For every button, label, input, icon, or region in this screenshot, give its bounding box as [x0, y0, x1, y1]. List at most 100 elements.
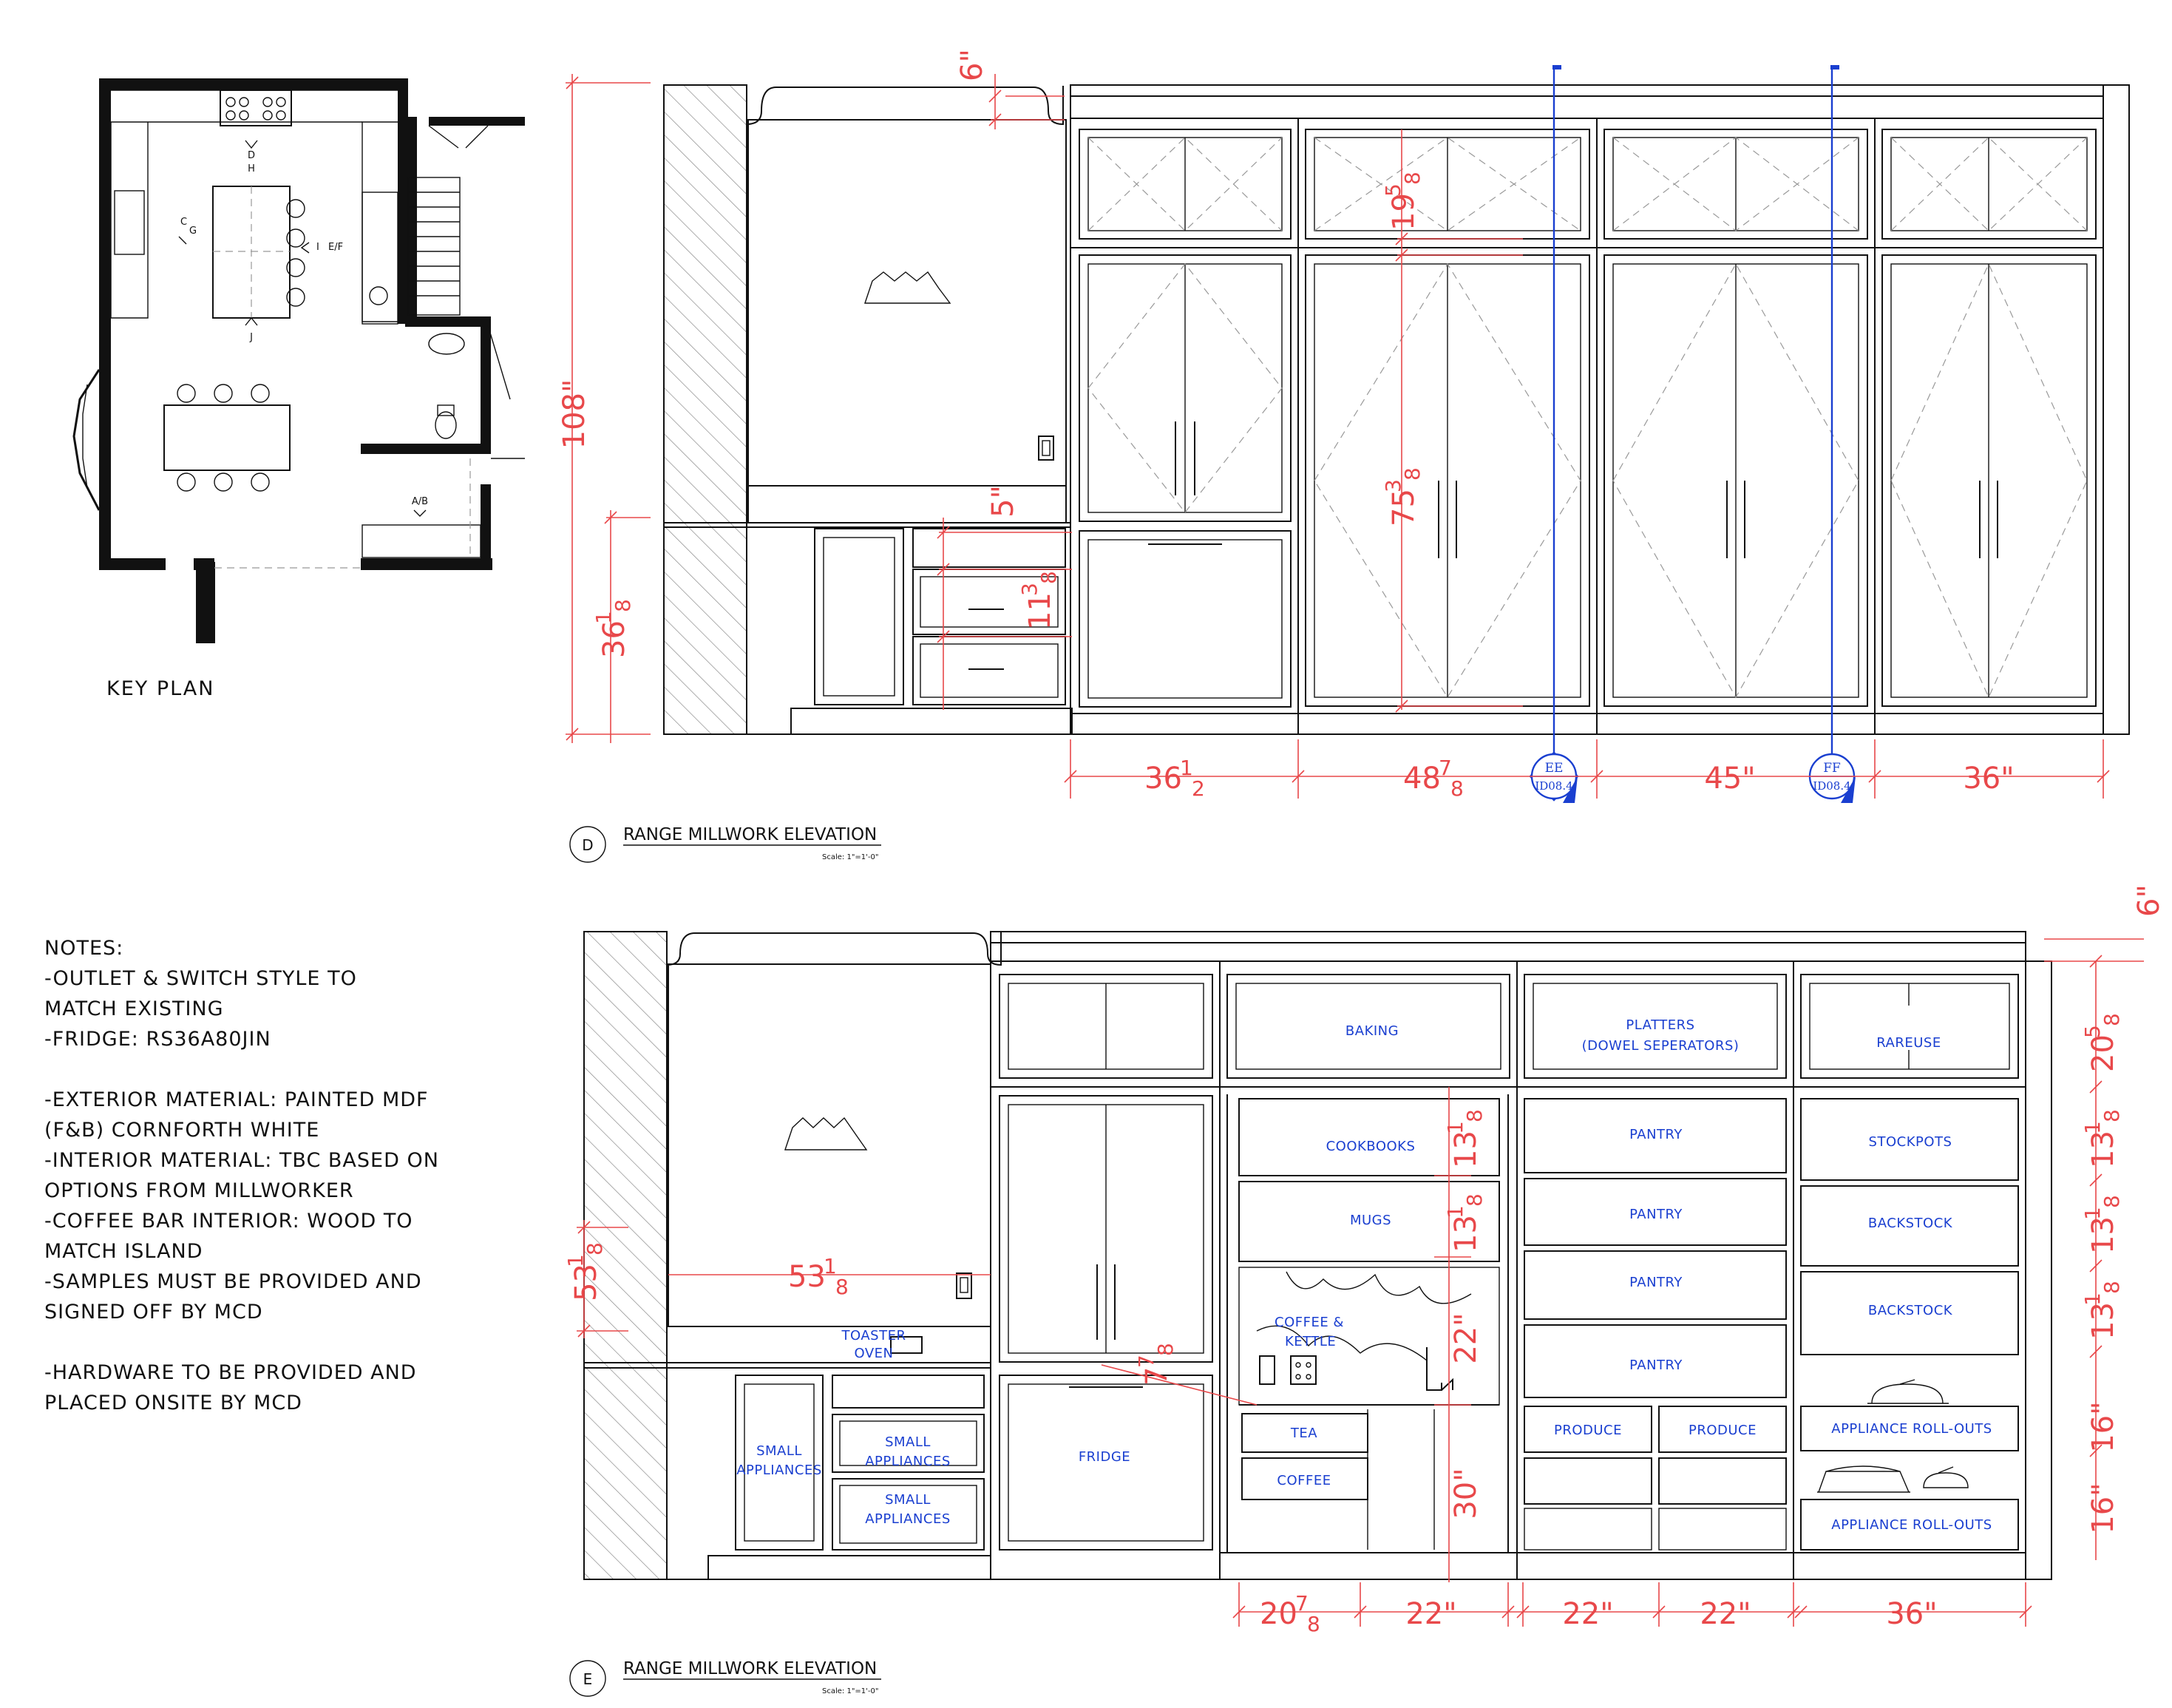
note-line: SIGNED OFF BY MCD: [44, 1301, 263, 1324]
section-tag-ff[interactable]: FF ID08.4: [1808, 753, 1856, 803]
svg-text:8: 8: [611, 599, 635, 612]
dim-e-shelf-3: 13 1 8: [2080, 1281, 2124, 1340]
dim-d-drawer-height: 11 3 8: [1017, 571, 1061, 630]
label-coffee-kettle-1: COFFEE &: [1275, 1315, 1344, 1330]
svg-text:8: 8: [583, 1242, 607, 1255]
dim-e-base: 30": [1449, 1468, 1483, 1519]
svg-text:8: 8: [1450, 776, 1464, 801]
label-small-appliances-3a: SMALL: [885, 1492, 931, 1508]
svg-text:53: 53: [569, 1264, 603, 1301]
svg-text:75: 75: [1387, 489, 1421, 526]
svg-text:13: 13: [2086, 1131, 2120, 1168]
label-rareuse: RAREUSE: [1876, 1035, 1941, 1051]
label-backstock-1: BACKSTOCK: [1868, 1216, 1953, 1231]
tall-cabinet-run-d: [1070, 84, 2104, 735]
svg-text:2: 2: [1192, 776, 1205, 801]
svg-text:1: 1: [563, 1254, 588, 1267]
key-plan-marker-d: D: [248, 150, 255, 161]
dim-d-backsplash: 5": [986, 485, 1020, 518]
svg-text:5: 5: [2080, 1025, 2105, 1038]
note-line: -HARDWARE TO BE PROVIDED AND: [44, 1361, 417, 1384]
dim-e-shelf-2: 13 1 8: [2080, 1195, 2124, 1254]
svg-text:11: 11: [1023, 592, 1057, 630]
svg-text:7: 7: [1439, 756, 1452, 780]
label-platters-sub: (DOWEL SEPERATORS): [1582, 1038, 1740, 1054]
key-plan-marker-ab: A/B: [412, 496, 428, 507]
svg-text:1: 1: [1180, 756, 1193, 780]
section-tag-ee-id: EE: [1545, 761, 1564, 776]
note-line: (F&B) CORNFORTH WHITE: [44, 1119, 320, 1142]
elevation-d-title: RANGE MILLWORK ELEVATION: [623, 825, 877, 844]
note-line: [44, 1327, 488, 1358]
dim-e-shelf-4: 13 1 8: [1443, 1109, 1487, 1168]
dim-e-w2: 22": [1405, 1597, 1456, 1631]
key-plan: D H C G I E/F J A/B KEY PLAN: [72, 78, 525, 700]
section-tag-ee[interactable]: EE ID08.4: [1529, 751, 1579, 803]
hatched-wall-d: [663, 84, 747, 735]
svg-text:20: 20: [2086, 1034, 2120, 1072]
label-backstock-2: BACKSTOCK: [1868, 1303, 1953, 1318]
section-tag-ee-sheet: ID08.4: [1535, 779, 1572, 793]
svg-text:8: 8: [1400, 172, 1425, 185]
svg-text:7: 7: [1134, 1355, 1158, 1368]
dim-d-upper-height: 19 5 8: [1381, 172, 1425, 231]
key-plan-marker-i: I: [316, 242, 319, 253]
svg-text:5: 5: [1381, 183, 1405, 197]
elevation-e-title: RANGE MILLWORK ELEVATION: [623, 1659, 877, 1678]
label-toaster-2: OVEN: [854, 1346, 893, 1361]
svg-text:3: 3: [1017, 583, 1042, 596]
label-coffee-kettle-2: KETTLE: [1285, 1334, 1336, 1349]
key-plan-marker-c: C: [180, 217, 187, 228]
label-small-appliances-1b: APPLIANCES: [736, 1463, 822, 1478]
dim-d-counter-height: 36 1 8: [591, 599, 635, 658]
key-plan-marker-h: H: [248, 163, 255, 174]
section-tag-ff-sheet: ID08.4: [1813, 779, 1850, 793]
elevation-d-scale: Scale: 1"=1'-0": [822, 853, 878, 861]
note-line: PLACED ONSITE BY MCD: [44, 1392, 302, 1414]
key-plan-marker-j: J: [249, 332, 253, 343]
svg-text:36: 36: [597, 620, 631, 658]
elevation-d-marker: D: [582, 836, 593, 854]
label-baking: BAKING: [1345, 1023, 1399, 1039]
svg-text:8: 8: [1462, 1193, 1487, 1207]
svg-text:1: 1: [591, 611, 616, 624]
note-line: -FRIDGE: RS36A80JIN: [44, 1028, 271, 1051]
note-line: MATCH ISLAND: [44, 1240, 203, 1263]
label-platters: PLATTERS: [1626, 1017, 1694, 1033]
label-produce-2: PRODUCE: [1689, 1423, 1757, 1438]
svg-text:36: 36: [1144, 762, 1182, 796]
elevation-e: TOASTER OVEN SMALL APPLIANCES SMALL APPL…: [563, 884, 2166, 1697]
dim-e-top-offset: 6": [2132, 884, 2166, 917]
label-pantry-3: PANTRY: [1629, 1275, 1683, 1290]
label-mugs: MUGS: [1350, 1213, 1391, 1228]
dim-e-niche: 22": [1449, 1312, 1483, 1363]
svg-text:8: 8: [1153, 1343, 1178, 1356]
svg-text:1: 1: [2080, 1292, 2105, 1306]
dim-d-w3: 45": [1704, 762, 1755, 796]
svg-text:8: 8: [2100, 1109, 2124, 1122]
label-appliance-rollouts-2: APPLIANCE ROLL-OUTS: [1831, 1517, 1992, 1533]
label-pantry-1: PANTRY: [1629, 1127, 1683, 1142]
note-line: NOTES:: [44, 937, 124, 960]
svg-text:20: 20: [1260, 1597, 1297, 1631]
svg-text:7: 7: [1140, 1367, 1174, 1386]
svg-text:13: 13: [1449, 1215, 1483, 1253]
svg-text:8: 8: [2100, 1195, 2124, 1208]
dim-e-w4: 22": [1700, 1597, 1751, 1631]
svg-text:8: 8: [835, 1275, 849, 1299]
label-small-appliances-2b: APPLIANCES: [865, 1454, 951, 1469]
label-produce-1: PRODUCE: [1554, 1423, 1622, 1438]
dim-e-hood-width: 53 1 8: [788, 1254, 849, 1299]
key-plan-marker-ef: E/F: [328, 242, 343, 253]
svg-text:13: 13: [2086, 1302, 2120, 1340]
key-plan-title: KEY PLAN: [106, 677, 214, 700]
dim-d-w1: 36 1 2: [1144, 756, 1205, 801]
dim-e-shelf-1: 13 1 8: [2080, 1109, 2124, 1168]
dim-e-roll-2: 16": [2086, 1482, 2120, 1534]
svg-text:7: 7: [1295, 1591, 1309, 1616]
svg-text:8: 8: [1307, 1612, 1320, 1636]
note-line: -INTERIOR MATERIAL: TBC BASED ON: [44, 1149, 439, 1172]
switch-e: [956, 1272, 972, 1299]
dim-e-hood-height: 53 1 8: [563, 1242, 607, 1301]
dim-e-w5: 36": [1886, 1597, 1937, 1631]
